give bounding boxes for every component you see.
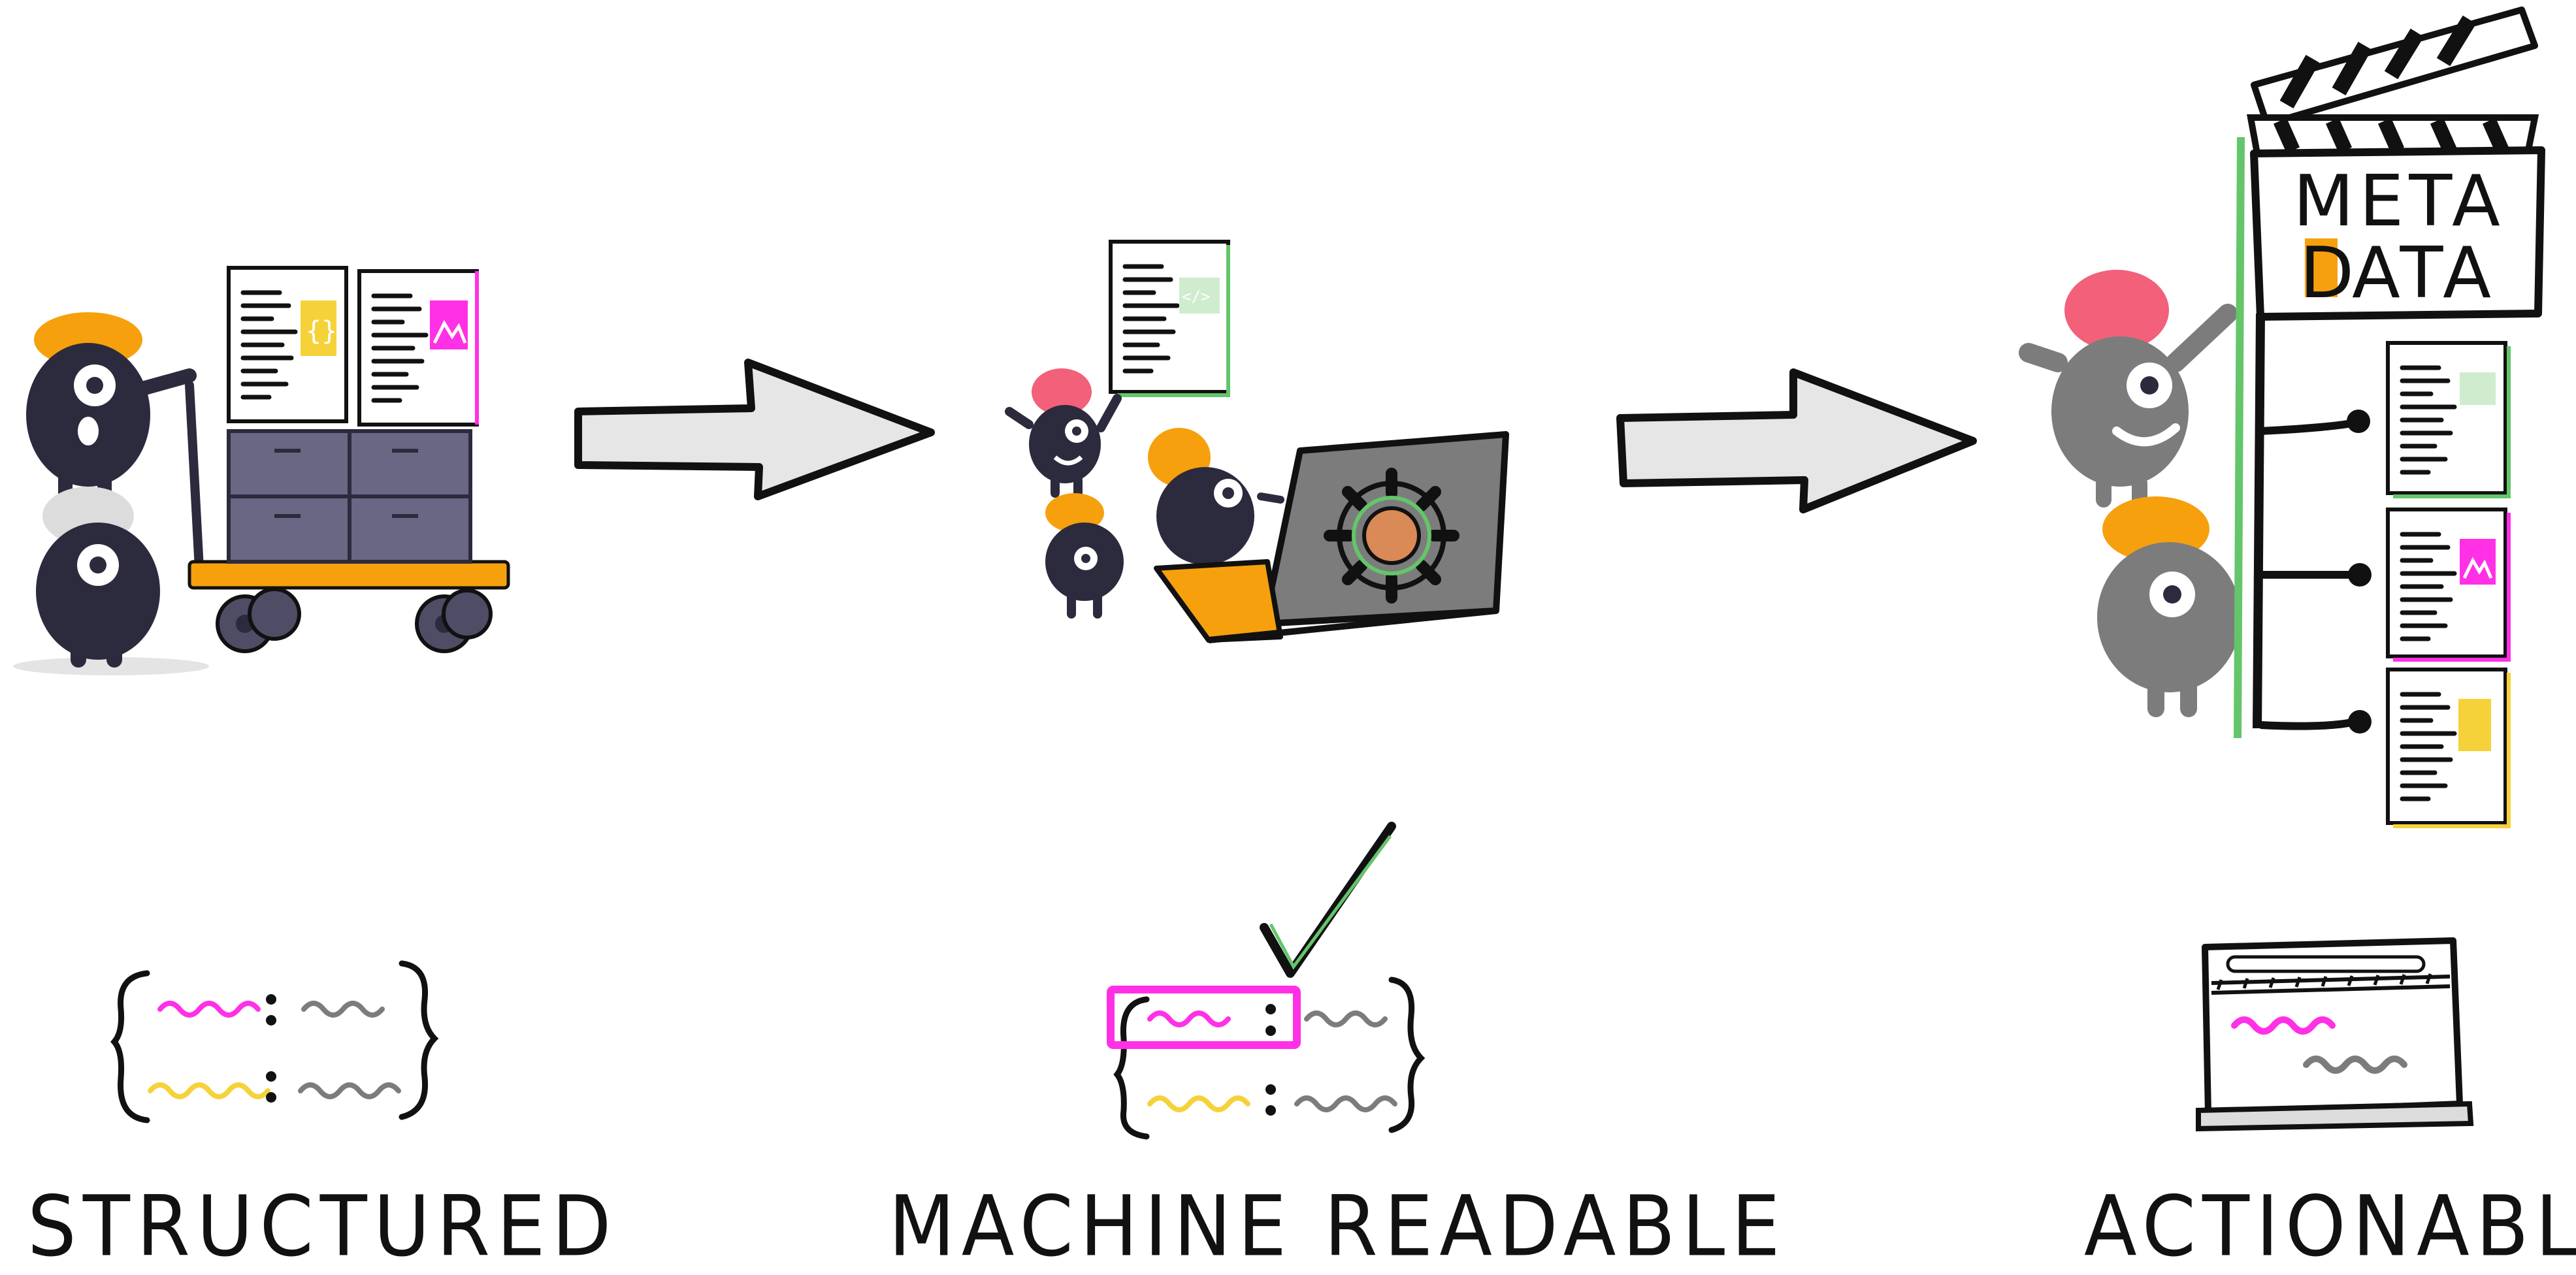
laptop-icon <box>1154 431 1509 643</box>
monster-small-top <box>1005 368 1122 498</box>
arrow-1 <box>574 359 935 500</box>
monster-grey-bottom <box>2097 496 2241 717</box>
caption-structured: STRUCTURED <box>27 1177 618 1275</box>
check-icon <box>1260 822 1396 978</box>
json-braces-icon <box>110 960 439 1123</box>
actionable-illustration: META D ATA <box>2019 7 2545 1132</box>
pink-hat <box>1032 368 1092 415</box>
gear-icon <box>1324 468 1459 604</box>
monster-small-bottom <box>1045 493 1124 619</box>
clapperboard-line2: ATA <box>2352 233 2496 314</box>
monster-typing <box>1148 428 1284 565</box>
clapperboard-initial: D <box>2300 233 2359 314</box>
browser-window-icon <box>2196 937 2474 1132</box>
arrow-2 <box>1616 368 1977 513</box>
clapperboard-icon: META D ATA <box>2247 7 2545 321</box>
caption-actionable: ACTIONABLE <box>2084 1177 2576 1275</box>
metadata-tree <box>2234 137 2372 739</box>
machine-readable-illustration: </> <box>1005 240 1509 1140</box>
monster-grey-top <box>2019 270 2238 508</box>
file-cabinet <box>227 429 472 564</box>
pink-hat <box>2064 270 2169 351</box>
document-image <box>357 269 479 427</box>
svg-text:{}: {} <box>306 316 337 346</box>
structured-illustration: {} <box>13 266 510 1123</box>
monster-dark-bottom <box>36 487 160 668</box>
metadata-doc-code <box>2386 341 2511 498</box>
clapperboard-line1: META <box>2293 161 2505 242</box>
metadata-doc-image <box>2386 508 2511 662</box>
document-json: {} <box>227 266 348 423</box>
monster-dark-top <box>26 312 197 523</box>
caption-machine-readable: MACHINE READABLE <box>889 1177 1787 1275</box>
document-code: </> <box>1109 240 1230 397</box>
code-glyph: </> <box>1182 287 1210 306</box>
json-braces-highlighted-icon <box>1107 976 1426 1140</box>
metadata-doc-json <box>2386 668 2511 828</box>
